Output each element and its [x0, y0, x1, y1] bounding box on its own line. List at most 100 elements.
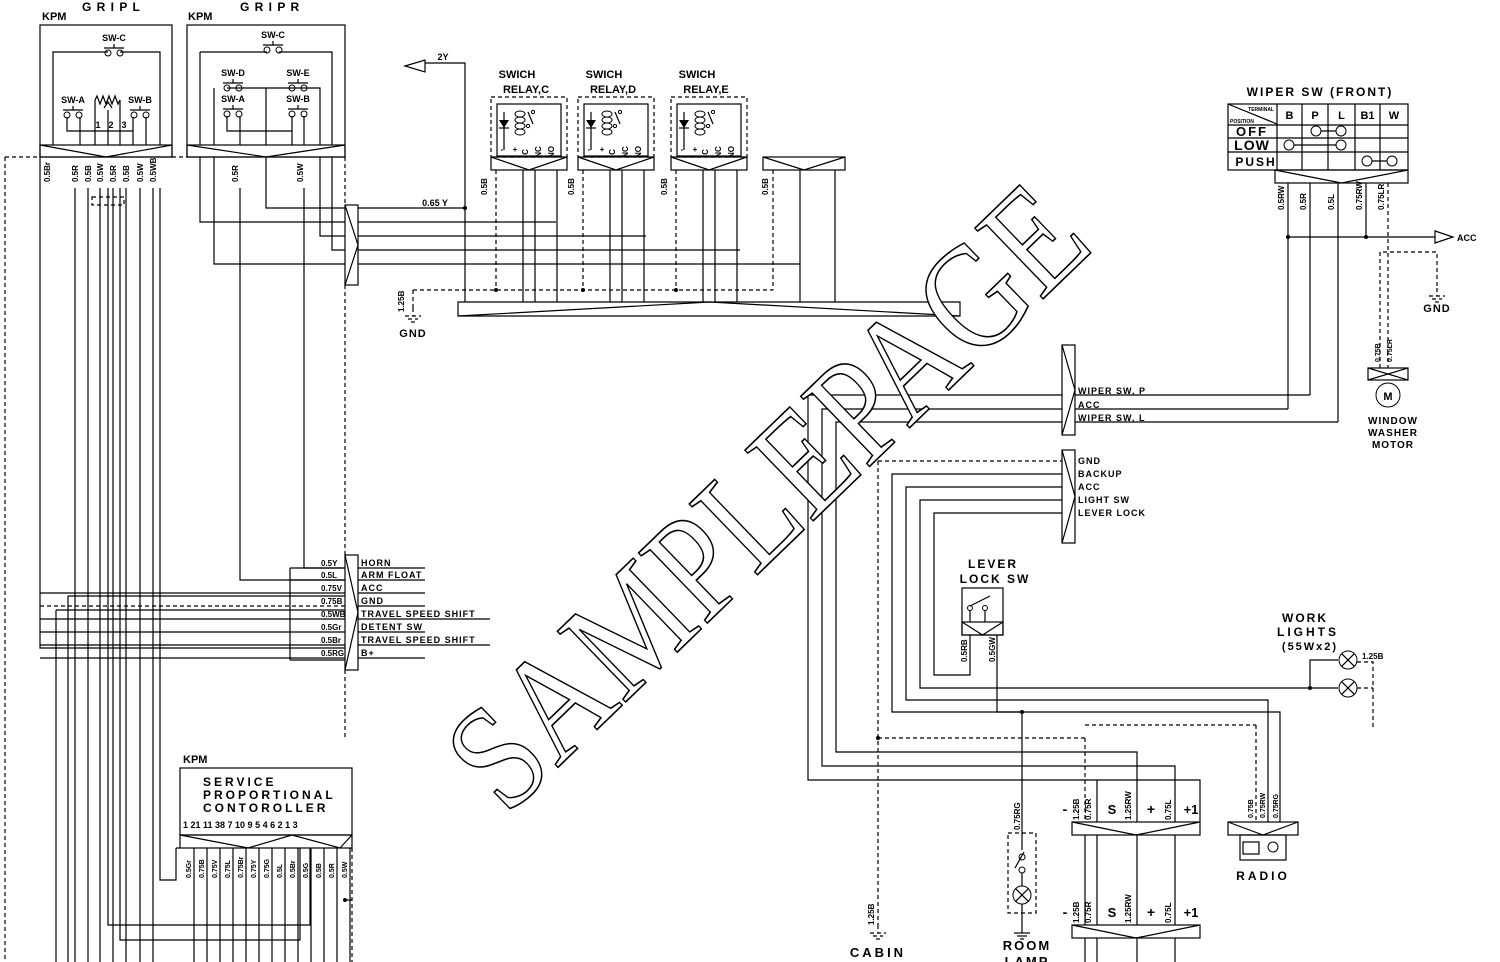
- wire: [66, 117, 133, 132]
- radio-box: [1239, 834, 1287, 861]
- relay-pin-label: NO: [547, 146, 556, 158]
- switch-label: SW-A: [221, 94, 245, 104]
- terminal-label: B1: [1360, 110, 1374, 122]
- switch-label: SW-C: [261, 30, 285, 40]
- label: WASHER: [1368, 428, 1418, 439]
- wire-label: 0.75Y: [251, 859, 258, 878]
- relay-switch-icon: [707, 111, 714, 125]
- label: ROOM: [1003, 938, 1051, 953]
- junction-dot: [876, 736, 880, 740]
- label: G R I P R: [240, 0, 300, 14]
- wire-label: 1.25RW: [1124, 894, 1133, 923]
- wire: [835, 421, 1138, 822]
- wire: [891, 473, 1281, 822]
- grip-r-connector: [186, 144, 346, 158]
- relay-title: SWICH: [586, 69, 623, 81]
- wire-label: 0.5Br: [43, 162, 52, 182]
- relay4-connector: [762, 156, 846, 171]
- speaker-connector-body: [1071, 821, 1201, 836]
- relay-body: [496, 103, 562, 157]
- pin-function-label: GND: [1078, 456, 1101, 466]
- label: CABIN: [850, 945, 906, 960]
- wire-label: 0.5W: [96, 163, 105, 182]
- arrow-icon: [402, 59, 426, 73]
- terminal-label: B: [1286, 110, 1294, 122]
- wire-label: 0.5Gr: [321, 623, 341, 632]
- label: ACC: [1457, 233, 1477, 243]
- label: TERMINAL: [1248, 107, 1274, 113]
- label: PUSH: [1235, 155, 1276, 169]
- label: MOTOR: [1372, 440, 1414, 451]
- radio-knob-icon: [1267, 841, 1279, 853]
- wire-label: 0.5WB: [321, 610, 346, 619]
- wire: [227, 87, 321, 145]
- wire-label: 1.25B: [867, 903, 876, 925]
- switch-label: SW-B: [128, 95, 152, 105]
- radio-connector: [1227, 821, 1299, 836]
- wire: [905, 486, 1269, 822]
- wire: [226, 116, 292, 132]
- table-diagonal: [1227, 103, 1278, 125]
- wire-label: 0.5W: [342, 861, 349, 878]
- label: +1: [1184, 905, 1199, 920]
- cabin-ground: 1.25B CABIN: [850, 903, 906, 960]
- arrow-icon: [1434, 230, 1455, 244]
- pin-function-label: TRAVEL SPEED SHIFT: [361, 609, 476, 619]
- wire-label: 0.5R: [1299, 193, 1308, 210]
- contact-icon: [705, 123, 711, 129]
- wire: [159, 188, 177, 881]
- coil-icon: [601, 110, 613, 118]
- relay-title: SWICH: [679, 69, 716, 81]
- wire: [1309, 659, 1338, 688]
- wire: [265, 157, 345, 209]
- terminal-label: L: [1338, 110, 1345, 122]
- contact-icon: [116, 49, 124, 57]
- switch-label: SW-E: [286, 68, 309, 78]
- label: 2: [108, 120, 113, 130]
- wire-label: 1.25B: [1072, 901, 1081, 923]
- harness-connector: [344, 204, 359, 286]
- connector-v: [186, 144, 346, 158]
- wire: [239, 188, 345, 581]
- relay-switch-icon: [527, 111, 534, 125]
- label: LAMP: [1005, 954, 1050, 962]
- contact-icon: [967, 605, 973, 611]
- junction-dot: [1020, 710, 1024, 714]
- label: LOW: [1234, 137, 1270, 153]
- relay-body: [676, 103, 742, 157]
- wire-label: 0.75G: [264, 858, 271, 878]
- wire: [919, 499, 1338, 689]
- junction-dot: [1286, 235, 1290, 239]
- wire-label: 0.5B: [122, 165, 131, 182]
- pin-function-label: BACKUP: [1078, 469, 1123, 479]
- relay-pin-label: C: [701, 149, 710, 155]
- coil-icon: [514, 128, 526, 136]
- connector-v: [39, 144, 173, 158]
- lever-switch-icon: [969, 595, 991, 607]
- connector-v: [1061, 449, 1076, 544]
- contact-icon: [612, 123, 618, 129]
- wire-label: 0.75L: [1164, 902, 1173, 923]
- label: 2Y: [437, 52, 448, 62]
- switch-label: SW-D: [221, 68, 245, 78]
- label: LOCK SW: [960, 572, 1031, 586]
- connector-v: [490, 156, 568, 171]
- wire-label: 0.5Y: [321, 559, 338, 568]
- pin-function-label: ACC: [1078, 400, 1101, 410]
- wire-label: 0.75RW: [1260, 792, 1267, 818]
- label: +: [1147, 801, 1155, 817]
- connector-v: [344, 554, 359, 671]
- contact-icon: [1018, 866, 1026, 874]
- relay-pin-label: NO: [634, 146, 643, 158]
- lamp-switch-icon: [1014, 851, 1025, 869]
- label: PROPORTIONAL: [203, 788, 336, 802]
- pin-function-label: ACC: [1078, 482, 1101, 492]
- connector-v: [1274, 169, 1409, 184]
- label: G R I P L: [82, 0, 141, 14]
